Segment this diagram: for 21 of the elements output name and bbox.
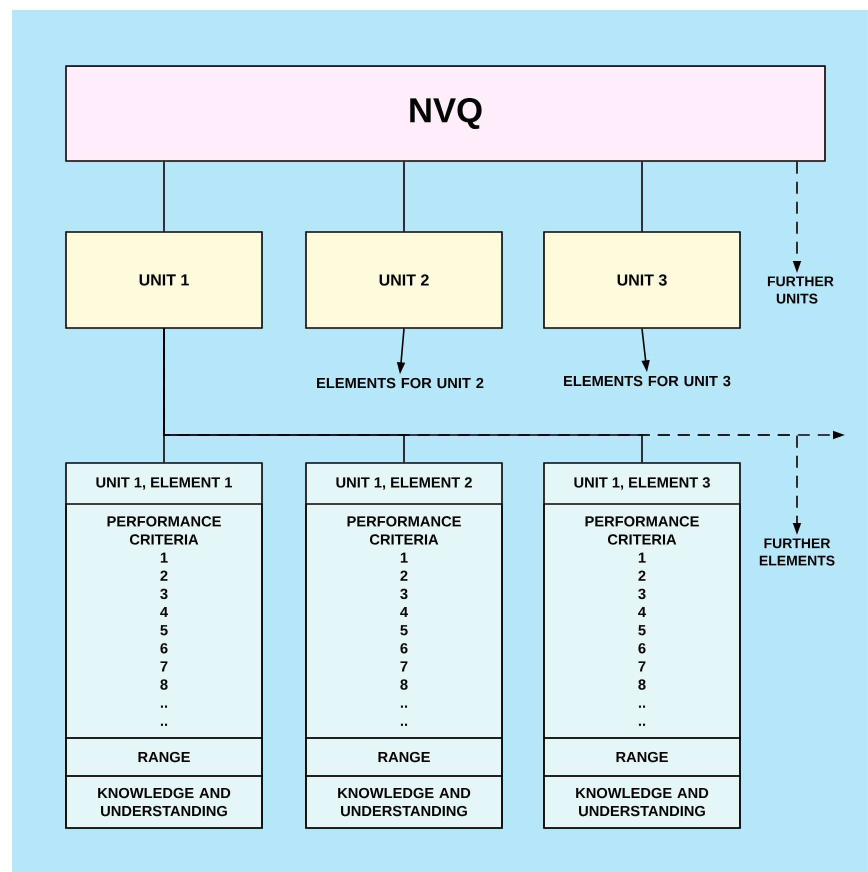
knowledge-section: KNOWLEDGE AND UNDERSTANDING (305, 775, 503, 829)
connector-line (641, 162, 643, 232)
unit-box: UNIT 2 (305, 231, 503, 329)
unit-box: UNIT 3 (543, 231, 741, 329)
text-label: FURTHER UNITS (768, 276, 834, 304)
knowledge-section: KNOWLEDGE AND UNDERSTANDING (65, 775, 263, 829)
criteria-section: PERFORMANCE CRITERIA 1 2 3 4 5 6 7 8 .. .. (65, 503, 263, 739)
connector-line (403, 162, 405, 232)
criteria-section: PERFORMANCE CRITERIA 1 2 3 4 5 6 7 8 .. .. (543, 503, 741, 739)
text-label: FURTHER ELEMENTS (760, 538, 835, 566)
criteria-section: PERFORMANCE CRITERIA 1 2 3 4 5 6 7 8 .. .. (305, 503, 503, 739)
connector-line (163, 162, 165, 232)
text-label: ELEMENTS FOR UNIT 2 (317, 378, 484, 388)
range-section: RANGE (305, 737, 503, 777)
knowledge-section: KNOWLEDGE AND UNDERSTANDING (543, 775, 741, 829)
text-label: ELEMENTS FOR UNIT 3 (564, 376, 730, 386)
connector-line (163, 328, 643, 462)
range-section: RANGE (65, 737, 263, 777)
nvq-box: NVQ (65, 65, 826, 162)
range-section: RANGE (543, 737, 741, 777)
unit-box: UNIT 1 (65, 231, 263, 329)
